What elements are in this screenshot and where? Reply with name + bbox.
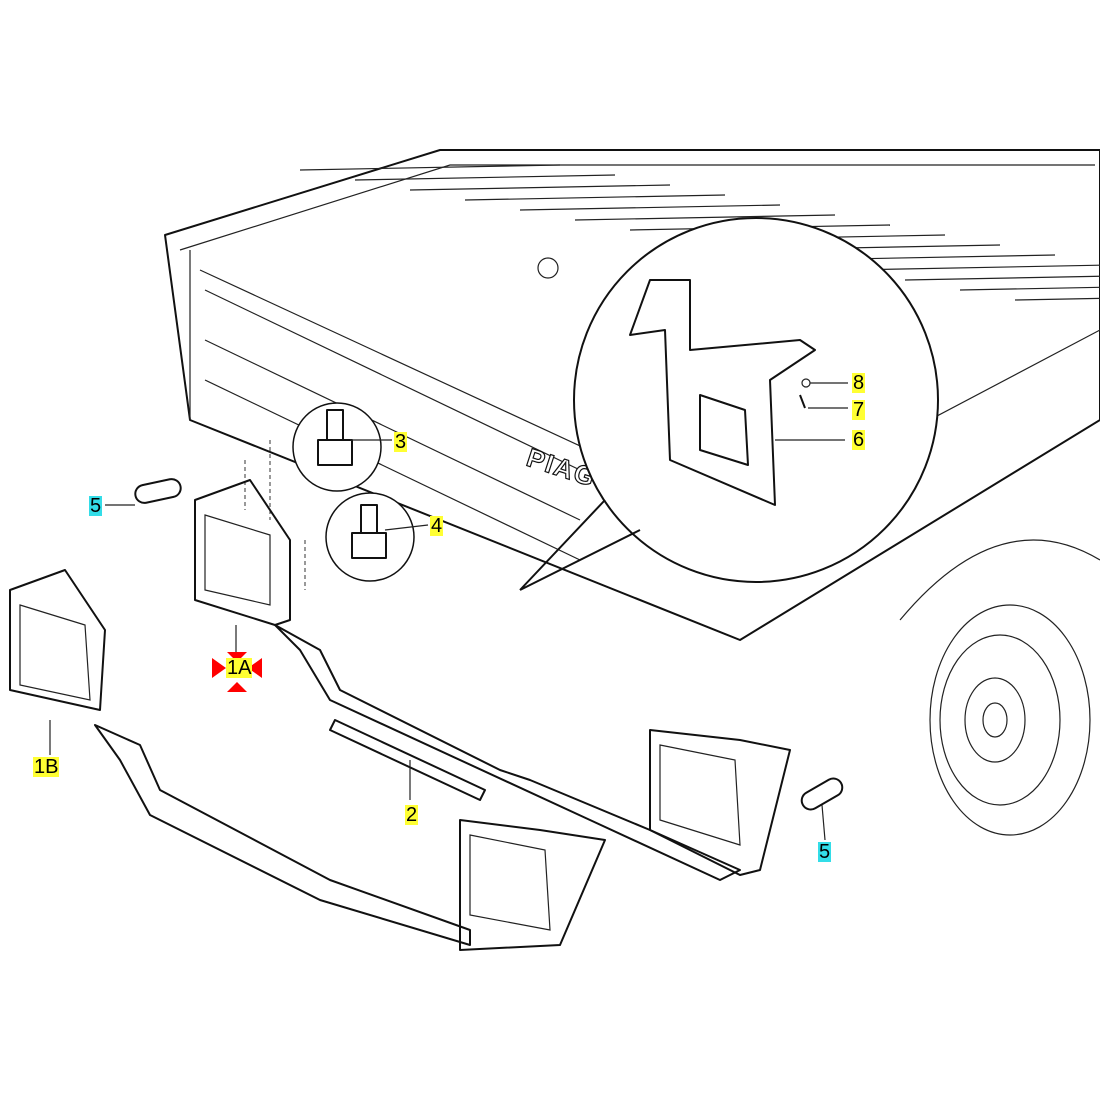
bed-rib [904,275,1100,281]
bed-rib [409,184,671,191]
callout-3: 3 [394,431,408,453]
bed-rib [574,214,836,221]
caps [105,478,844,841]
bed-rib [464,194,726,201]
bolt-insets [244,402,429,590]
callout-2: 2 [405,804,419,826]
detail-inset [519,217,939,591]
bed-rib [1014,297,1100,301]
callout-1b: 1B [33,756,60,778]
callout-6: 6 [852,429,866,451]
trim-strip [329,719,486,801]
bed-rib [519,204,781,211]
bumper-1b [9,569,606,951]
wheel [899,539,1100,836]
bumper-1a [194,479,791,881]
bed-rib [959,286,1100,291]
1a-red-marker [212,652,262,692]
callout-5-right: 5 [818,841,832,863]
callout-8: 8 [852,372,866,394]
bed-rib [299,164,561,171]
callout-5-left: 5 [89,495,103,517]
callout-7: 7 [852,399,866,421]
bed-rib [849,264,1100,271]
callout-4: 4 [430,515,444,537]
callout-1a: 1A [226,657,253,679]
bed-rib [354,174,616,181]
